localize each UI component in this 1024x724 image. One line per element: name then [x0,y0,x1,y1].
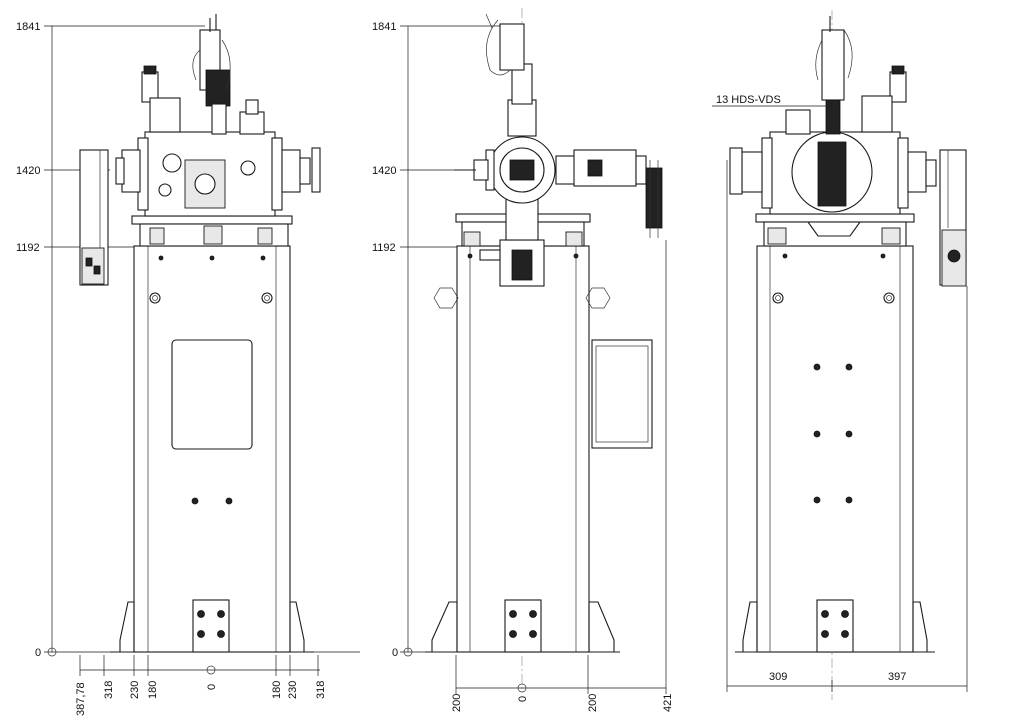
back-dim-397: 397 [888,671,906,683]
side-column-body [456,245,590,653]
side-electronics-box [591,339,653,449]
front-dim-230-left: 230 [129,681,141,699]
front-dim-318-left: 318 [103,681,115,699]
front-elevation-0: 0 [35,647,41,659]
back-manipulator [821,29,845,101]
front-dim-387-78: 387,78 [75,682,87,716]
front-dim-180-left: 180 [147,681,159,699]
front-bottom-dimensions [79,655,320,676]
front-elevation-1420: 1420 [16,165,40,177]
side-elevation-1192: 1192 [372,242,396,254]
front-view [44,14,360,676]
front-dim-0: 0 [206,684,218,690]
back-callout-label: 13 HDS-VDS [716,94,781,106]
front-access-panel [171,339,253,450]
side-dim-0: 0 [517,696,529,702]
front-dim-230-right: 230 [287,681,299,699]
side-dim-200-right: 200 [587,694,599,712]
side-manipulator-arm [573,149,637,187]
side-view [400,8,667,694]
front-elevation-1841: 1841 [16,21,40,33]
front-dim-180-right: 180 [271,681,283,699]
front-elevation-1192: 1192 [16,242,40,254]
front-dim-318-right: 318 [315,681,327,699]
side-elevation-0: 0 [392,647,398,659]
back-dim-309: 309 [769,671,787,683]
side-elevation-1420: 1420 [372,165,396,177]
side-dim-200-left: 200 [451,694,463,712]
side-elevation-1841: 1841 [372,21,396,33]
side-bottom-dimensions [455,240,667,694]
back-view [712,10,968,700]
side-dim-421: 421 [662,694,674,712]
back-bottom-dimensions [726,160,968,692]
back-column-body [756,245,914,653]
